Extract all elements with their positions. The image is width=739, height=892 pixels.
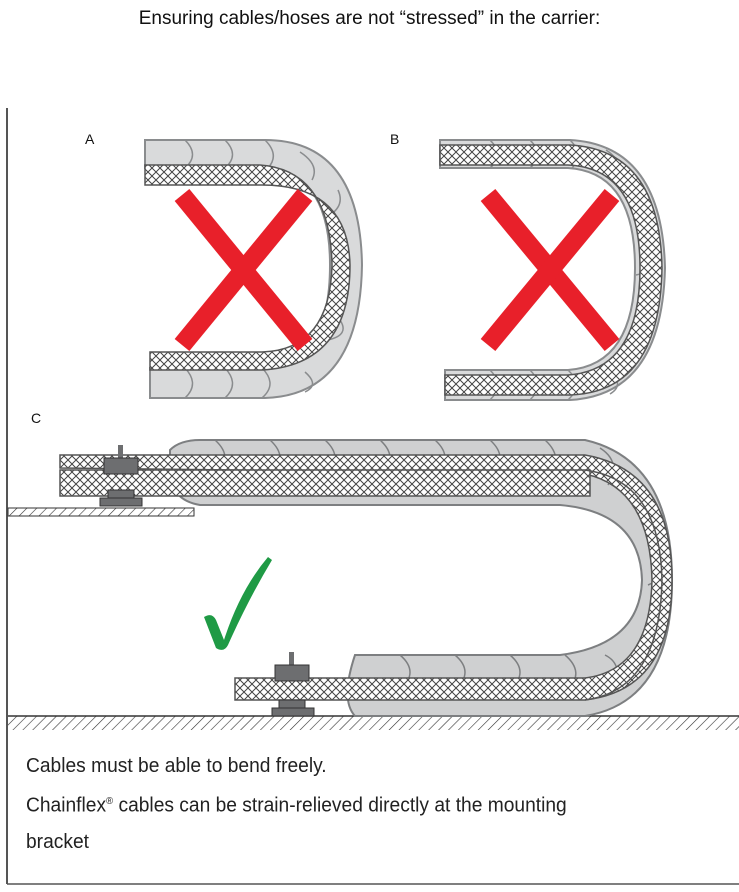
caption-line-2-rest: cables can be strain-relieved directly a… — [113, 794, 567, 817]
caption-line-2: Chainflex® cables can be strain-relieved… — [26, 784, 698, 824]
panel-a-diagram — [144, 139, 364, 399]
panel-a-cable — [144, 164, 351, 371]
panel-c-check-icon — [204, 557, 272, 650]
panel-b-diagram — [439, 139, 667, 401]
ground-surface — [8, 716, 739, 730]
caption-line-3: bracket — [26, 830, 89, 853]
caption-brand: Chainflex — [26, 794, 107, 817]
caption-text: Cables must be able to bend freely. Chai… — [26, 748, 698, 860]
panel-c-label: C — [31, 410, 42, 426]
panel-b-cross-icon — [480, 188, 620, 352]
panel-b-label: B — [390, 131, 400, 147]
page-title: Ensuring cables/hoses are not “stressed”… — [138, 8, 601, 29]
upper-mounting-plate — [7, 507, 195, 517]
panel-b-cable — [439, 144, 663, 396]
panel-c-diagram — [7, 439, 739, 730]
registered-mark: ® — [106, 796, 114, 807]
upper-strain-relief-bracket — [99, 445, 143, 507]
panel-a-label: A — [85, 131, 95, 147]
panel-a-cross-icon — [174, 188, 313, 352]
panel-b-chain — [439, 139, 667, 401]
lower-strain-relief-bracket — [271, 652, 315, 717]
caption-line-1: Cables must be able to bend freely. — [26, 755, 327, 777]
